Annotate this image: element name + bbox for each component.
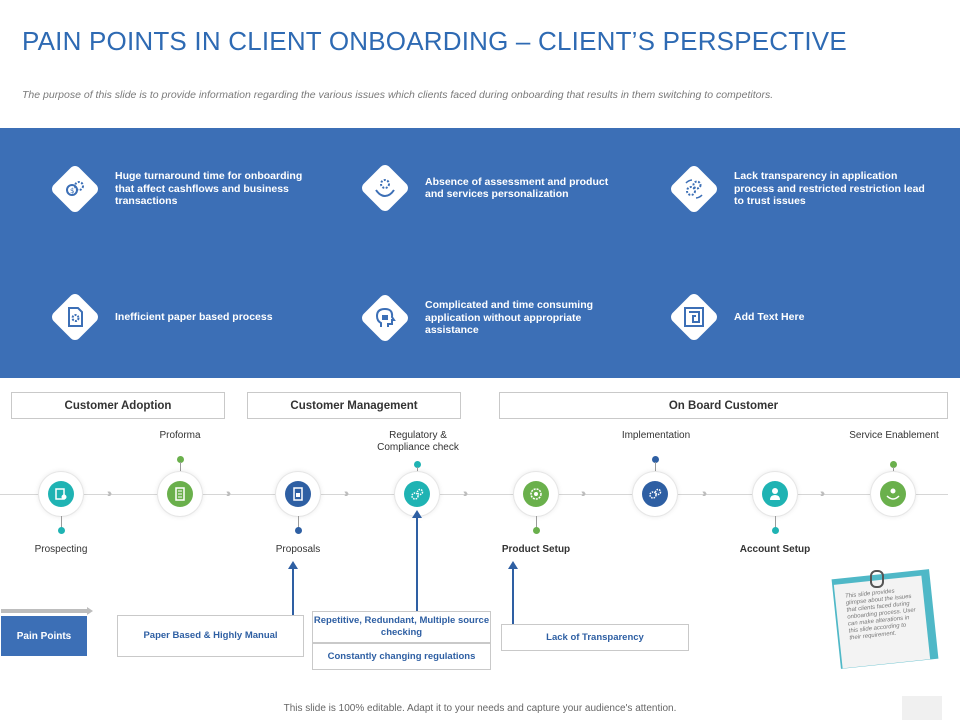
stage-stem [775, 516, 776, 528]
stage-dot [890, 461, 897, 468]
stage-stem [536, 516, 537, 528]
money-gear-icon: $ [49, 163, 101, 215]
regulatory-gears-icon [404, 481, 430, 507]
pain-box-repetitive: Repetitive, Redundant, Multiple source c… [312, 611, 491, 643]
stage-stem [893, 467, 894, 472]
paperclip-icon [870, 570, 884, 588]
pain-item-transparency: Lack transparency in application process… [668, 163, 959, 215]
timeline-line [0, 494, 948, 495]
stage-node-product-setup[interactable] [514, 472, 558, 516]
stage-node-proforma[interactable] [158, 472, 202, 516]
pain-text: Complicated and time consuming applicati… [425, 299, 594, 336]
pain-text: Inefficient paper based process [115, 310, 273, 323]
maze-icon [668, 291, 720, 343]
stage-label-proposals: Proposals [275, 544, 321, 555]
pain-item-turnaround: $ Huge turnaround time for onboarding th… [49, 163, 340, 215]
corner-box [902, 696, 942, 720]
pain-item-personalization: Absence of assessment and product and se… [359, 162, 650, 214]
stage-dot [58, 527, 65, 534]
chevron-icon: ››› [107, 488, 112, 500]
proforma-icon [167, 481, 193, 507]
pain-arrow-line [416, 517, 418, 613]
chevron-icon: ››› [581, 488, 586, 500]
arrow-up-icon [412, 510, 422, 518]
stage-label-proforma: Proforma [159, 430, 201, 441]
stage-label-service: Service Enablement [849, 430, 939, 441]
pain-points-arrow [1, 607, 93, 615]
implementation-gears-icon [642, 481, 668, 507]
stage-node-service[interactable] [871, 472, 915, 516]
stage-node-prospecting[interactable] [39, 472, 83, 516]
stage-label-account-setup: Account Setup [739, 544, 811, 555]
stage-dot [295, 527, 302, 534]
stage-dot [177, 456, 184, 463]
pain-item-complicated: Complicated and time consuming applicati… [359, 292, 650, 344]
arrow-up-icon [508, 561, 518, 569]
page-subtitle: The purpose of this slide is to provide … [22, 89, 774, 101]
stage-dot [533, 527, 540, 534]
arrow-up-icon [288, 561, 298, 569]
stage-label-regulatory: Regulatory & Compliance check [377, 430, 459, 453]
chevron-icon: ››› [820, 488, 825, 500]
stage-node-regulatory[interactable] [395, 472, 439, 516]
stage-stem [417, 467, 418, 472]
stage-label-product-setup: Product Setup [501, 544, 571, 555]
pain-arrow-line [512, 568, 514, 632]
pain-box-regulations: Constantly changing regulations [312, 643, 491, 670]
pain-item-add-text: Add Text Here [668, 291, 959, 343]
pain-text: Lack transparency in application process… [734, 170, 925, 207]
phase-customer-management: Customer Management [247, 392, 461, 419]
footer-text: This slide is 100% editable. Adapt it to… [283, 703, 677, 714]
account-user-icon [762, 481, 788, 507]
note-card-text: This slide provides glimpse about the is… [833, 575, 931, 669]
page-title: PAIN POINTS IN CLIENT ONBOARDING – CLIEN… [22, 26, 847, 56]
stage-dot [772, 527, 779, 534]
chevron-icon: ››› [702, 488, 707, 500]
pain-text: Add Text Here [734, 310, 805, 323]
phase-on-board-customer: On Board Customer [499, 392, 948, 419]
proposals-icon [285, 481, 311, 507]
document-gear-icon [49, 291, 101, 343]
gears-cycle-icon [668, 163, 720, 215]
hand-gear-icon [359, 162, 411, 214]
stage-stem [180, 462, 181, 472]
stage-node-proposals[interactable] [276, 472, 320, 516]
pain-points-label: Pain Points [1, 616, 87, 656]
head-lock-icon [359, 292, 411, 344]
chevron-icon: ››› [226, 488, 231, 500]
chevron-icon: ››› [344, 488, 349, 500]
chevron-icon: ››› [463, 488, 468, 500]
product-setup-icon [523, 481, 549, 507]
pain-box-paper: Paper Based & Highly Manual [117, 615, 304, 657]
pain-text: Huge turnaround time for onboarding that… [115, 170, 303, 207]
pain-box-transparency: Lack of Transparency [501, 624, 689, 651]
stage-stem [655, 462, 656, 472]
stage-stem [61, 516, 62, 528]
pain-arrow-line [292, 568, 294, 633]
stage-label-prospecting: Prospecting [34, 544, 88, 555]
phase-customer-adoption: Customer Adoption [11, 392, 225, 419]
stage-stem [298, 516, 299, 528]
stage-node-implementation[interactable] [633, 472, 677, 516]
stage-dot [414, 461, 421, 468]
stage-dot [652, 456, 659, 463]
stage-node-account-setup[interactable] [753, 472, 797, 516]
stage-label-implementation: Implementation [621, 430, 691, 441]
svg-text:$: $ [70, 187, 74, 195]
prospecting-icon [48, 481, 74, 507]
service-hand-icon [880, 481, 906, 507]
pain-band [0, 128, 960, 378]
pain-item-paper: Inefficient paper based process [49, 291, 340, 343]
pain-text: Absence of assessment and product and se… [425, 175, 609, 201]
